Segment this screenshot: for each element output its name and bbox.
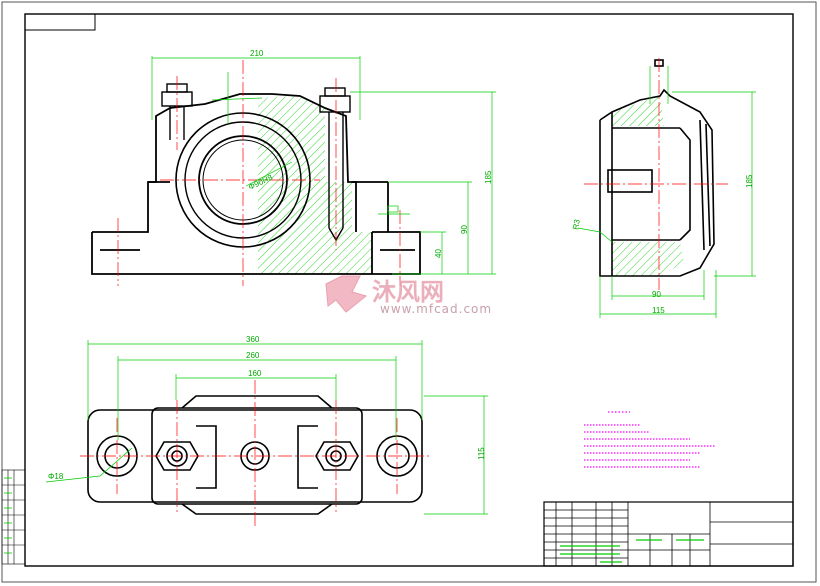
- dim-top-hole: Φ18: [48, 472, 64, 481]
- watermark-url: www.mfcad.com: [380, 302, 492, 316]
- front-view: 210 185 90 40 Φ90H8: [91, 49, 496, 286]
- dim-side-height: 185: [745, 174, 754, 188]
- dim-top-bolt-span: 260: [246, 351, 260, 360]
- dim-side-outer: 115: [652, 306, 665, 315]
- dim-side-inner: 90: [652, 290, 661, 299]
- watermark-logo-icon: [325, 275, 368, 313]
- binding-strip-marks: [4, 477, 12, 554]
- title-block: [543, 501, 794, 567]
- side-dimension-lines: [577, 66, 756, 318]
- dim-top-center: 160: [248, 369, 262, 378]
- side-hatch-top: [612, 96, 664, 126]
- watermark: 沐风网 www.mfcad.com: [325, 275, 492, 316]
- binding-strip: [1, 469, 26, 565]
- dim-front-width: 210: [250, 49, 264, 58]
- title-block-marks: [560, 539, 704, 563]
- side-outline: [599, 59, 715, 277]
- side-view: 185 90 115 R3: [571, 58, 756, 318]
- top-view: 360 260 160 115 Φ18: [45, 335, 488, 528]
- technical-notes: [584, 411, 716, 468]
- dim-top-overall: 360: [246, 335, 260, 344]
- dim-center-height: 90: [460, 225, 469, 234]
- front-centerlines: [117, 60, 401, 286]
- dim-side-radius: R3: [571, 218, 582, 230]
- dim-top-depth: 115: [477, 447, 486, 460]
- side-centerlines: [584, 58, 728, 290]
- top-dimension-lines: [45, 340, 488, 515]
- dim-base: 40: [434, 249, 443, 258]
- section-hatch: [258, 96, 372, 274]
- top-centerlines: [80, 380, 432, 528]
- front-dimension-lines: [151, 56, 496, 275]
- side-hatch-bottom: [612, 242, 684, 276]
- dim-front-height: 185: [484, 170, 493, 184]
- watermark-brand: 沐风网: [372, 278, 444, 306]
